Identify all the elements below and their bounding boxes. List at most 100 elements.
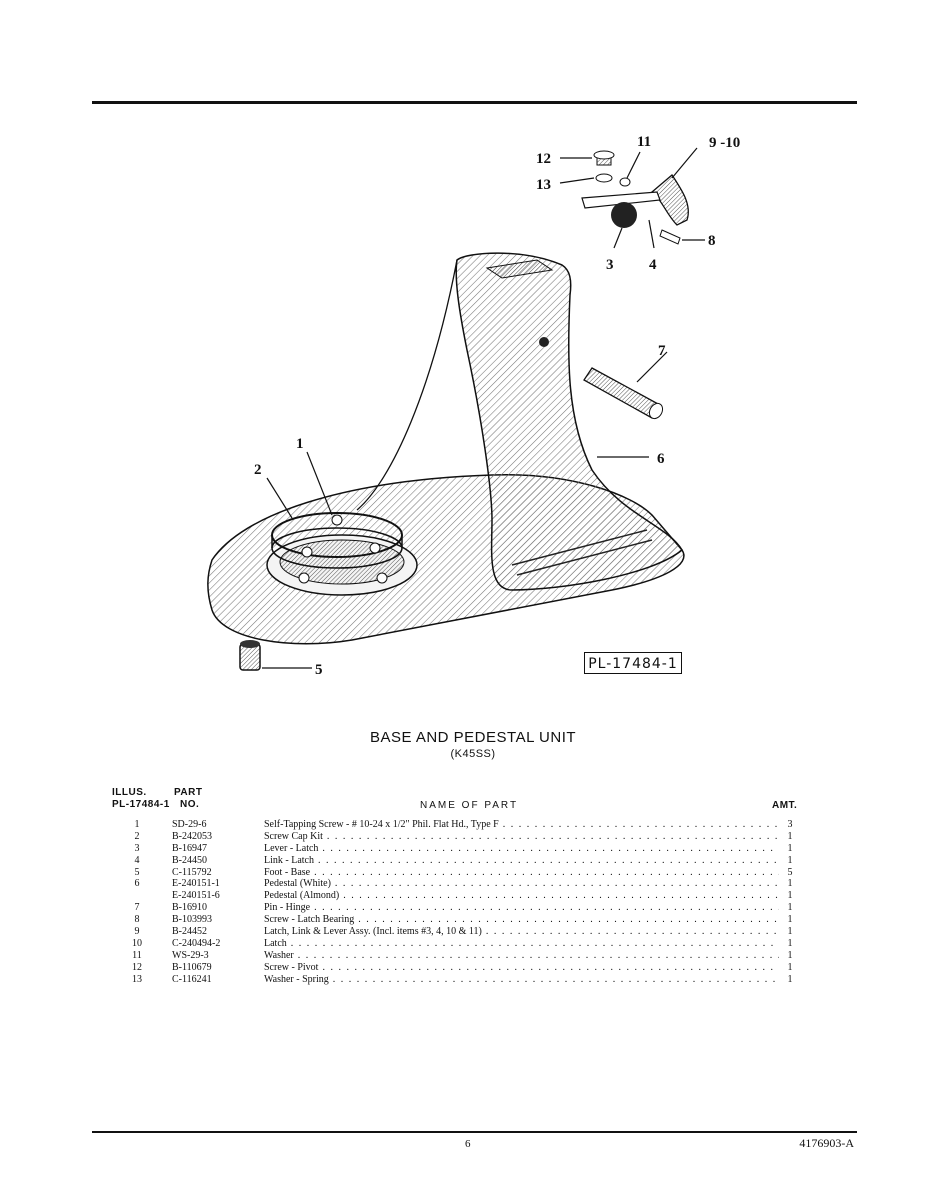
amount: 1 (787, 973, 793, 985)
amount: 1 (787, 914, 793, 926)
table-row: 2 B-242053 Screw Cap Kit 1 (0, 831, 946, 843)
callout-7: 7 (658, 343, 666, 359)
illus-number: 2 (134, 830, 140, 842)
part-number: B-242053 (172, 830, 212, 842)
table-row: 6 E-240151-1 Pedestal (White) 1 (0, 878, 946, 890)
amount: 3 (787, 819, 793, 830)
part-name: Link - Latch (264, 855, 779, 867)
latch-link (581, 191, 661, 209)
amount: 1 (787, 961, 793, 973)
part-number: WS-29-3 (172, 949, 209, 961)
table-row: 4 B-24450 Link - Latch 1 (0, 855, 946, 867)
callout-4: 4 (649, 257, 657, 273)
part-name: Foot - Base (264, 867, 779, 879)
part-name: Screw Cap Kit (264, 831, 779, 843)
part-name: Lever - Latch (264, 843, 779, 855)
exploded-parts-diagram: 12 13 11 9 -10 8 3 4 7 6 1 2 5 (207, 134, 740, 678)
hinge-pin (583, 367, 661, 419)
bottom-rule (92, 1131, 857, 1133)
part-name: Pin - Hinge (264, 902, 779, 914)
part-number: B-103993 (172, 914, 212, 926)
part-name: Pedestal (White) (264, 878, 779, 890)
part-name: Washer - Spring (264, 974, 779, 986)
table-row: 10 C-240494-2 Latch 1 (0, 938, 946, 950)
amount: 1 (787, 842, 793, 854)
illus-number: 3 (134, 842, 140, 854)
part-number: B-16947 (172, 842, 207, 854)
illus-number: 1 (134, 819, 140, 830)
illus-number: 9 (134, 926, 140, 938)
illus-number: 7 (134, 902, 140, 914)
table-row: 13 C-116241 Washer - Spring 1 (0, 974, 946, 986)
amount: 1 (787, 926, 793, 938)
page-number: 6 (465, 1138, 471, 1150)
table-row: 7 B-16910 Pin - Hinge 1 (0, 902, 946, 914)
part-number: B-16910 (172, 902, 207, 914)
callout-2: 2 (254, 462, 262, 478)
header-amount: AMT. (772, 800, 798, 811)
header-illus-top: ILLUS. (112, 787, 147, 798)
part-name: Pedestal (Almond) (264, 890, 779, 902)
table-row: 11 WS-29-3 Washer 1 (0, 950, 946, 962)
callout-3: 3 (606, 257, 614, 273)
header-part-bottom: NO. (180, 799, 200, 810)
part-number: C-115792 (172, 866, 212, 878)
plate-label: PL-17484-1 (584, 652, 682, 674)
illus-number: 5 (134, 866, 140, 878)
pedestal-column (455, 252, 683, 591)
illus-number: 4 (134, 854, 140, 866)
amount: 1 (787, 830, 793, 842)
latch-knob (611, 202, 637, 228)
part-number: C-240494-2 (172, 937, 221, 949)
amount: 5 (787, 866, 793, 878)
part-number: E-240151-6 (172, 890, 220, 902)
illus-number: 6 (134, 878, 140, 890)
illus-number: 12 (132, 961, 142, 973)
header-name-of-part: NAME OF PART (420, 800, 519, 811)
table-title: BASE AND PEDESTAL UNIT (369, 729, 577, 746)
callout-1: 1 (296, 436, 304, 452)
part-number: B-110679 (172, 961, 212, 973)
part-name: Latch, Link & Lever Assy. (Incl. items #… (264, 926, 779, 938)
document-number: 4176903-A (799, 1136, 854, 1150)
header-part-top: PART (174, 787, 203, 798)
amount: 1 (787, 902, 793, 914)
amount: 1 (787, 854, 793, 866)
callout-6: 6 (657, 451, 665, 467)
pedestal-slot (485, 259, 554, 279)
part-name: Washer (264, 950, 779, 962)
illus-number: 10 (132, 937, 142, 949)
illus-number: 8 (134, 914, 140, 926)
header-illus-bottom: PL-17484-1 (112, 799, 170, 810)
table-row: 9 B-24452 Latch, Link & Lever Assy. (Incl.… (0, 926, 946, 938)
part-name: Self-Tapping Screw - # 10-24 x 1/2" Phil… (264, 819, 779, 831)
callout-5: 5 (315, 662, 323, 678)
part-name: Screw - Pivot (264, 962, 779, 974)
amount: 1 (787, 949, 793, 961)
callout-11: 11 (637, 134, 651, 150)
table-subtitle: (K45SS) (450, 748, 496, 760)
part-number: B-24452 (172, 926, 207, 938)
part-name: Latch (264, 938, 779, 950)
callout-12: 12 (536, 151, 551, 167)
table-row: E-240151-6 Pedestal (Almond) 1 (0, 890, 946, 902)
amount: 1 (787, 878, 793, 890)
table-row: 12 B-110679 Screw - Pivot 1 (0, 962, 946, 974)
callout-13: 13 (536, 177, 551, 193)
part-number: E-240151-1 (172, 878, 220, 890)
part-number: C-116241 (172, 973, 212, 985)
illus-number: 11 (132, 949, 142, 961)
table-row: 5 C-115792 Foot - Base 5 (0, 867, 946, 879)
top-rule (92, 101, 857, 104)
table-row: 3 B-16947 Lever - Latch 1 (0, 843, 946, 855)
callout-8: 8 (708, 233, 716, 249)
part-number: B-24450 (172, 854, 207, 866)
pivot-hole (539, 337, 549, 347)
amount: 1 (787, 890, 793, 902)
amount: 1 (787, 937, 793, 949)
callout-9-10: 9 -10 (709, 135, 740, 151)
illus-number: 13 (132, 973, 142, 985)
